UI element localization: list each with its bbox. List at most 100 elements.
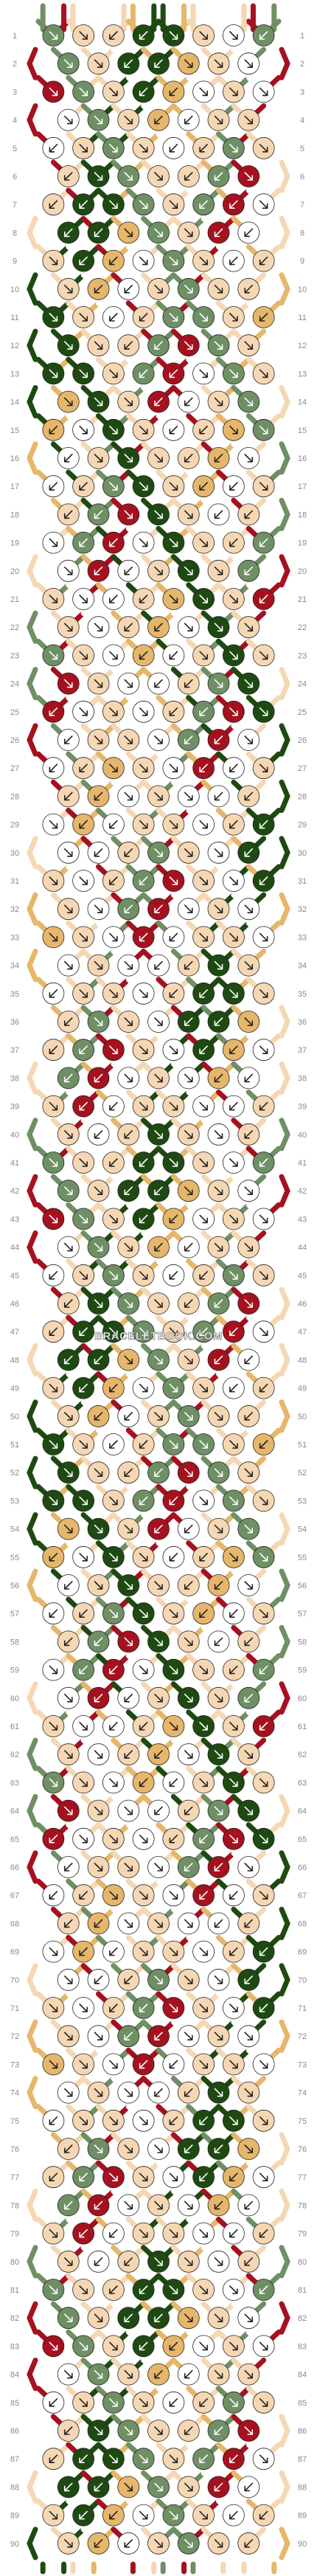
row-number-right: 38 — [298, 1074, 307, 1083]
knot-arrow-icon — [63, 1637, 73, 1647]
edge-thread — [279, 1455, 290, 1489]
knot-arrow-icon — [94, 172, 103, 181]
knot-arrow-icon — [184, 623, 193, 631]
knot-arrow-icon — [79, 2116, 88, 2125]
knot-arrow-icon — [109, 425, 118, 434]
knot-arrow-icon — [184, 1976, 193, 1984]
knot-arrow-icon — [229, 2398, 238, 2407]
knot-arrow-icon — [154, 735, 163, 744]
row-number-right: 17 — [298, 482, 307, 491]
knot-arrow-icon — [214, 454, 223, 463]
knot-arrow-icon — [49, 707, 58, 716]
edge-thread — [27, 554, 38, 588]
row-number-right: 19 — [298, 539, 307, 548]
knot-arrow-icon — [214, 1242, 223, 1252]
knot-arrow-icon — [139, 1440, 148, 1449]
knot-arrow-icon — [79, 482, 88, 491]
knot-arrow-icon — [184, 454, 193, 463]
row-number-left: 2 — [13, 60, 17, 69]
knot-arrow-icon — [169, 2229, 178, 2238]
knot-arrow-icon — [214, 848, 223, 857]
knot-arrow-icon — [199, 1665, 208, 1675]
knot-arrow-icon — [79, 256, 88, 266]
knot-arrow-icon — [229, 200, 238, 209]
knot-arrow-icon — [244, 2032, 254, 2040]
knot-arrow-icon — [154, 397, 163, 406]
edge-thread — [27, 1455, 38, 1489]
knot-arrow-icon — [169, 369, 178, 378]
row-number-right: 51 — [298, 1441, 307, 1450]
knot-arrow-icon — [49, 651, 58, 660]
knot-arrow-icon — [139, 2454, 148, 2463]
knot-arrow-icon — [139, 256, 148, 266]
knot-arrow-icon — [229, 2060, 238, 2069]
row-number-left: 49 — [10, 1385, 19, 1393]
knot-arrow-icon — [49, 764, 58, 772]
knot-arrow-icon — [259, 1383, 268, 1393]
edge-thread — [27, 2188, 38, 2222]
row-number-left: 57 — [10, 1610, 19, 1618]
knot-arrow-icon — [199, 1496, 208, 1506]
knot-arrow-icon — [79, 1609, 88, 1618]
knot-arrow-icon — [229, 1214, 238, 1224]
knot-arrow-icon — [214, 1468, 223, 1477]
knot-arrow-icon — [63, 397, 73, 406]
knot-arrow-icon — [154, 1524, 163, 1534]
knot-arrow-icon — [169, 989, 178, 998]
knot-arrow-icon — [79, 2398, 88, 2407]
knot-arrow-icon — [79, 1947, 88, 1956]
knot-arrow-icon — [154, 2257, 163, 2266]
knot-arrow-icon — [154, 172, 163, 181]
knot-arrow-icon — [184, 1130, 193, 1139]
knot-arrow-icon — [184, 1186, 193, 1195]
edge-thread — [279, 2414, 290, 2448]
row-number-left: 52 — [10, 1469, 19, 1478]
knot-arrow-icon — [199, 2510, 208, 2520]
row-number-left: 81 — [10, 2286, 19, 2295]
knot-arrow-icon — [169, 482, 178, 491]
knot-arrow-icon — [139, 200, 148, 209]
knot-arrow-icon — [63, 792, 73, 801]
row-number-right: 28 — [298, 792, 307, 801]
knot-arrow-icon — [49, 1045, 58, 1054]
knot-arrow-icon — [109, 989, 118, 998]
knot-arrow-icon — [259, 1722, 268, 1731]
row-number-right: 60 — [298, 1694, 307, 1703]
knot-arrow-icon — [49, 595, 58, 603]
knot-arrow-icon — [244, 623, 254, 631]
knot-arrow-icon — [214, 1130, 223, 1139]
knot-arrow-icon — [199, 2398, 208, 2407]
knot-arrow-icon — [124, 848, 133, 857]
knot-arrow-icon — [79, 1835, 88, 1843]
row-number-left: 82 — [10, 2314, 19, 2323]
row-number-left: 90 — [10, 2540, 19, 2549]
knot-arrow-icon — [229, 1101, 238, 1111]
knot-arrow-icon — [49, 1101, 58, 1111]
knot-arrow-icon — [259, 1045, 268, 1054]
knot-arrow-icon — [79, 876, 88, 885]
row-number-right: 85 — [298, 2399, 307, 2408]
knot-arrow-icon — [244, 510, 254, 519]
knot-arrow-icon — [139, 538, 148, 547]
row-number-right: 30 — [298, 849, 307, 858]
knot-arrow-icon — [214, 2369, 223, 2379]
knot-arrow-icon — [94, 1581, 103, 1590]
row-number-left: 69 — [10, 1948, 19, 1957]
knot-arrow-icon — [244, 1242, 254, 1252]
knot-arrow-icon — [214, 1073, 223, 1083]
edge-thread — [27, 779, 38, 813]
edge-thread — [27, 1963, 38, 1997]
knot-arrow-icon — [139, 1327, 148, 1336]
knot-arrow-icon — [169, 2172, 178, 2181]
row-number-left: 10 — [10, 285, 19, 294]
knot-arrow-icon — [184, 735, 193, 744]
knot-arrow-icon — [79, 2172, 88, 2181]
knot-arrow-icon — [49, 200, 58, 209]
knot-arrow-icon — [169, 2285, 178, 2294]
knot-arrow-icon — [139, 2229, 148, 2238]
knot-arrow-icon — [154, 2201, 163, 2210]
knot-arrow-icon — [214, 1919, 223, 1928]
row-number-right: 84 — [298, 2371, 307, 2380]
knot-arrow-icon — [139, 876, 148, 885]
knot-arrow-icon — [94, 2369, 103, 2379]
